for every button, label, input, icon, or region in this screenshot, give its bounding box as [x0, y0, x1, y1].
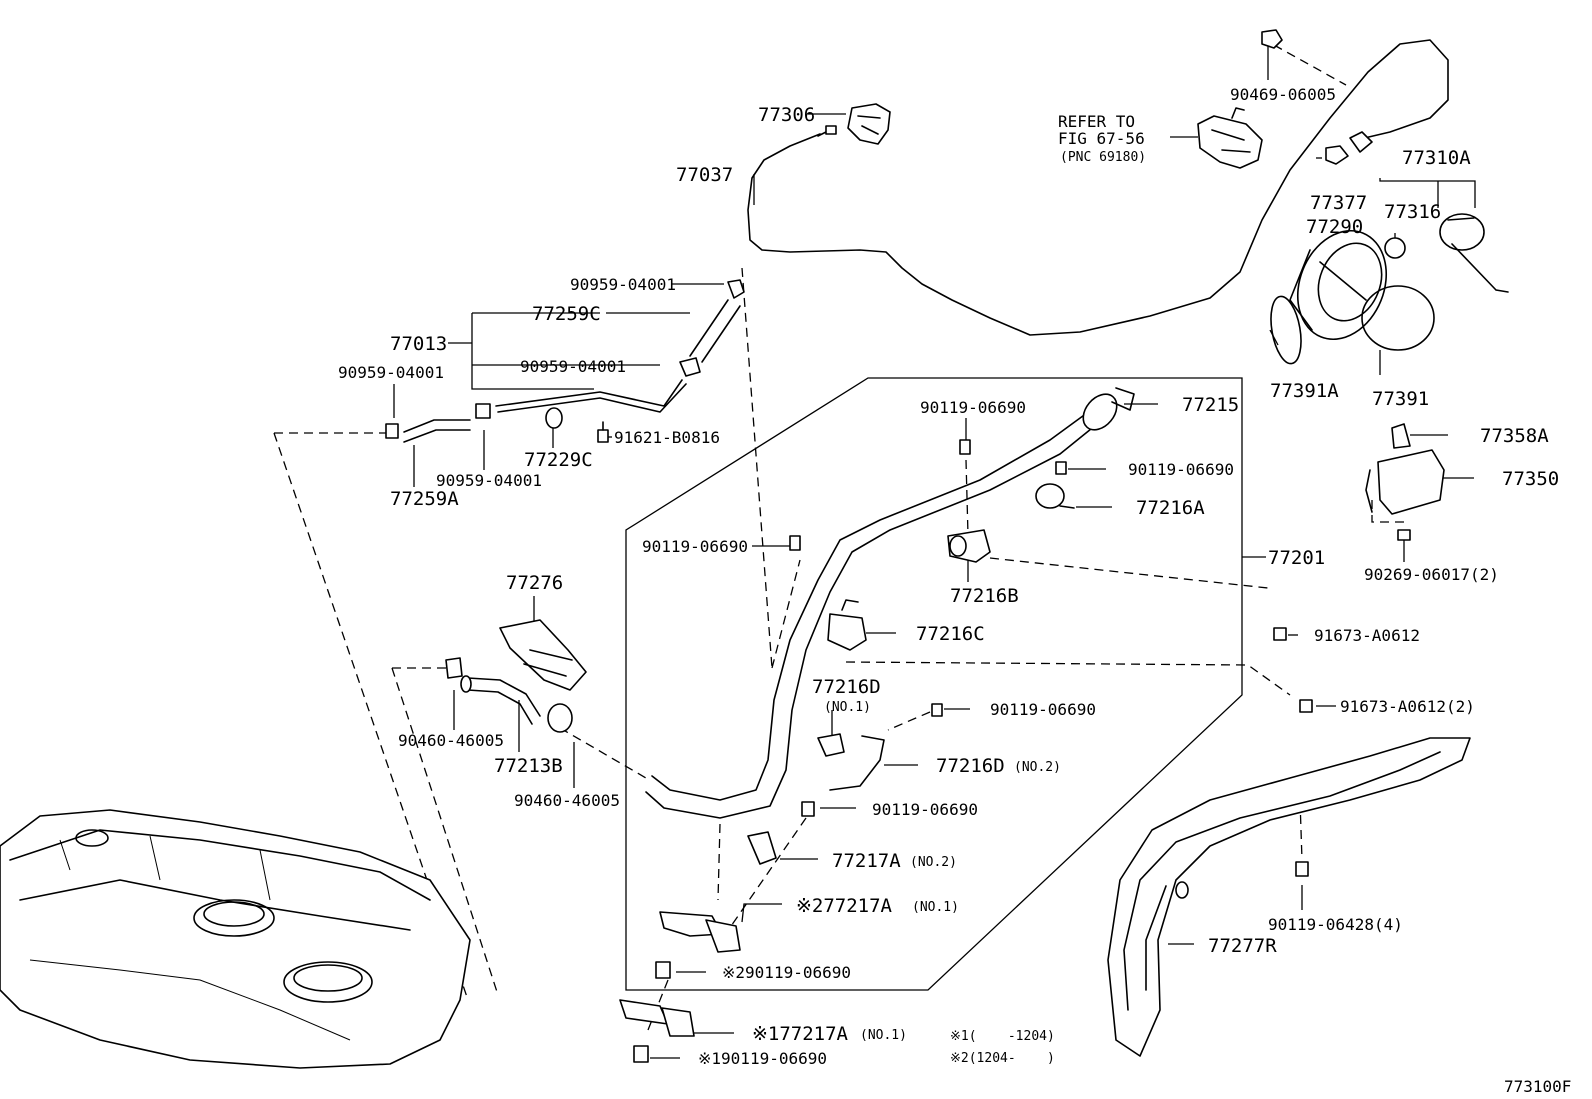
label-77216C: 77216C: [916, 623, 985, 645]
label-90119-06690-a: 90119-06690: [920, 398, 1026, 417]
label-77217A-no1-s2-note: (NO.1): [912, 900, 959, 915]
labels: 77306 77037 90469-06005 REFER TO FIG 67-…: [338, 85, 1571, 1096]
clips-90959: [385, 403, 491, 439]
label-90119-06690-b: 90119-06690: [1128, 460, 1234, 479]
protector-77277R: [1107, 737, 1471, 1057]
label-77350: 77350: [1502, 468, 1559, 490]
connector-77377: [1325, 131, 1373, 165]
bracket-77216B: [947, 439, 991, 563]
label-90959-04001-b: 90959-04001: [520, 357, 626, 376]
label-77213B: 77213B: [494, 755, 563, 777]
label-90959-04001-a: 90959-04001: [570, 275, 676, 294]
label-77037: 77037: [676, 164, 733, 186]
bracket-77216D: [817, 703, 943, 791]
label-90959-04001-c: 90959-04001: [338, 363, 444, 382]
assembly-frame-77201: [625, 377, 1243, 991]
label-77216D-no1: 77216D: [812, 676, 881, 698]
fuel-tank: [0, 809, 471, 1069]
refer-line1: REFER TO: [1058, 112, 1135, 131]
label-90119-06690-s2: ※290119-06690: [722, 963, 851, 982]
label-77229C: 77229C: [524, 449, 593, 471]
refer-line3: (PNC 69180): [1060, 150, 1146, 165]
label-91621-B0816: 91621-B0816: [614, 428, 720, 447]
label-77217A-no1-s1-note: (NO.1): [860, 1028, 907, 1043]
label-77391A: 77391A: [1270, 380, 1339, 402]
clamp-77229C: [545, 407, 563, 429]
label-77358A: 77358A: [1480, 425, 1549, 447]
hose-77213B: [445, 657, 573, 733]
label-77217A-no1-s2: ※277217A: [796, 895, 893, 917]
label-77013: 77013: [390, 333, 447, 355]
label-77259A: 77259A: [390, 488, 459, 510]
lock-cable-77037: [747, 39, 1449, 336]
label-90269-06017: 90269-06017(2): [1364, 565, 1499, 584]
label-77310A: 77310A: [1402, 147, 1471, 169]
label-90119-06690-s1: ※190119-06690: [698, 1049, 827, 1068]
label-77201: 77201: [1268, 547, 1325, 569]
label-77259C: 77259C: [532, 303, 601, 325]
clamp-77216A: [1035, 461, 1075, 509]
label-77216D-no2-note: (NO.2): [1014, 760, 1061, 775]
label-77377: 77377: [1310, 192, 1367, 214]
label-90119-06690-d: 90119-06690: [990, 700, 1096, 719]
label-90460-46005-b: 90460-46005: [514, 791, 620, 810]
label-77277R: 77277R: [1208, 935, 1277, 957]
opener-77306: [825, 103, 891, 145]
label-91673-A0612-2: 91673-A0612(2): [1340, 697, 1475, 716]
label-90469-06005: 90469-06005: [1230, 85, 1336, 104]
label-77217A-no1-s1: ※177217A: [752, 1023, 849, 1045]
note-s2: ※2(1204- ): [950, 1051, 1055, 1066]
ring-77391A: [1270, 295, 1302, 365]
bolt-91621: [597, 421, 609, 443]
bolts-91673: [1273, 627, 1313, 713]
brackets-77217A: [619, 801, 815, 1063]
leader-lines: [393, 44, 1476, 1059]
label-77215: 77215: [1182, 394, 1239, 416]
label-90959-04001-d: 90959-04001: [436, 471, 542, 490]
label-90119-06428: 90119-06428(4): [1268, 915, 1403, 934]
label-90460-46005-a: 90460-46005: [398, 731, 504, 750]
label-77217A-no2-note: (NO.2): [910, 855, 957, 870]
label-77391: 77391: [1372, 388, 1429, 410]
note-s1: ※1( -1204): [950, 1029, 1055, 1044]
filler-pipe-77201: [645, 387, 1135, 819]
label-77217A-no2: 77217A: [832, 850, 901, 872]
bracket-77216C: [789, 535, 867, 651]
drawing-code: 773100F: [1504, 1077, 1571, 1096]
label-77216B: 77216B: [950, 585, 1019, 607]
ring-77316: [1384, 237, 1406, 259]
label-77216D-no2: 77216D: [936, 755, 1005, 777]
label-77216D-no1-note: (NO.1): [824, 700, 871, 715]
ring-77391: [1361, 285, 1435, 351]
label-77316: 77316: [1384, 201, 1441, 223]
label-77276: 77276: [506, 572, 563, 594]
label-91673-A0612: 91673-A0612: [1314, 626, 1420, 645]
clip-90469: [1261, 29, 1283, 49]
fuel-cap-77310A: [1439, 213, 1509, 293]
fuel-housing-77290: [1289, 229, 1388, 341]
refer-bracket-sketch: [1197, 107, 1263, 169]
label-77290: 77290: [1306, 216, 1363, 238]
hose-77276: [499, 619, 587, 691]
label-90119-06690-e: 90119-06690: [872, 800, 978, 819]
label-77216A: 77216A: [1136, 497, 1205, 519]
pipe-77013: [495, 379, 687, 413]
fuel-lid-77350: [1365, 423, 1445, 515]
refer-line2: FIG 67-56: [1058, 129, 1145, 148]
label-77306: 77306: [758, 104, 815, 126]
dashed-leaders: [273, 44, 1404, 1031]
tube-77259C: [679, 279, 745, 377]
screw-90269: [1397, 529, 1411, 541]
label-90119-06690-c: 90119-06690: [642, 537, 748, 556]
hose-77259A: [403, 419, 471, 443]
